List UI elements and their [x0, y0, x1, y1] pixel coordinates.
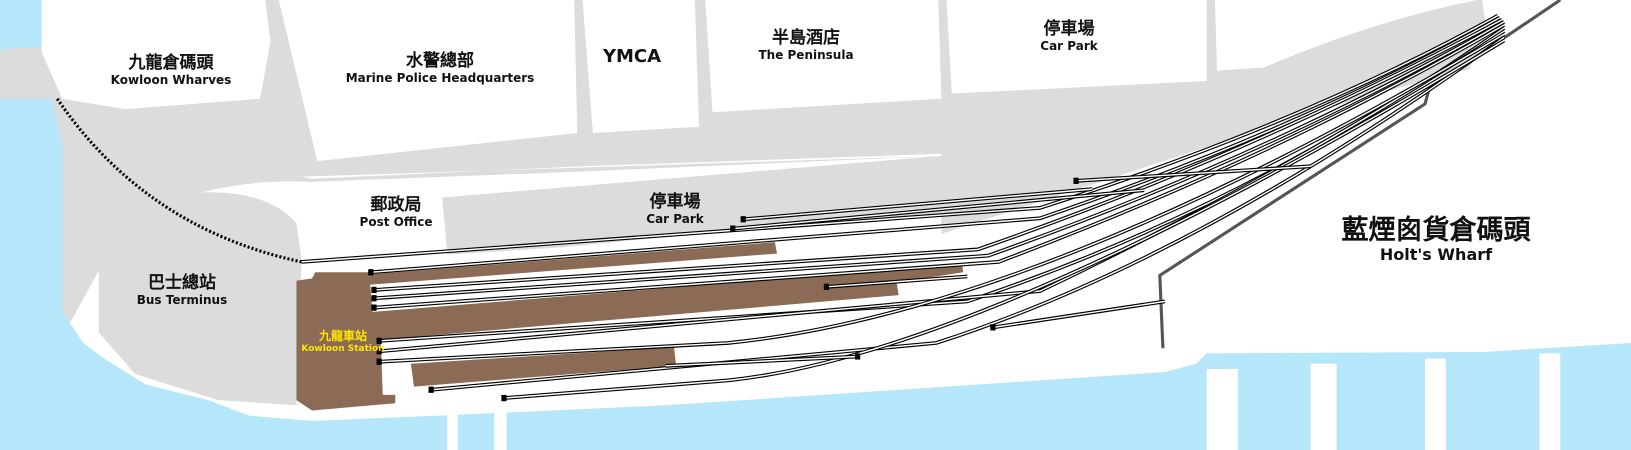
sea-left — [0, 98, 1631, 450]
buffer-stop — [730, 225, 736, 232]
label-zh: 郵政局 — [370, 195, 422, 215]
buffer-stop — [740, 216, 746, 223]
piers — [447, 353, 1561, 450]
track-center — [993, 300, 1166, 329]
label-zh: 停車場 — [649, 192, 701, 212]
buffer-stop — [376, 348, 382, 355]
block-east — [1214, 0, 1478, 71]
buffer-stop — [855, 353, 861, 360]
platform-2 — [374, 263, 964, 340]
track-center — [374, 24, 1505, 309]
block-marine-police — [278, 0, 578, 162]
block-peninsula — [705, 0, 942, 113]
label-en: Kowloon Station — [301, 343, 385, 354]
buffer-stop — [371, 295, 377, 302]
land-area — [0, 31, 1631, 450]
label-en: Marine Police Headquarters — [345, 70, 535, 85]
buffer-stop — [376, 337, 382, 344]
label-zh: 停車場 — [1043, 19, 1095, 39]
track-center — [431, 36, 1505, 391]
label-en: Bus Terminus — [136, 292, 228, 307]
label-en: Post Office — [359, 214, 433, 229]
station-building — [296, 272, 396, 411]
block-northeast — [1468, 0, 1631, 172]
track-center — [379, 33, 1505, 363]
label-en: The Peninsula — [758, 47, 854, 62]
track-center — [374, 19, 1503, 291]
label-zh: 藍煙囪貨倉碼頭 — [1341, 215, 1531, 246]
block-car-park-north — [946, 0, 1207, 94]
label-en: Car Park — [1040, 38, 1098, 53]
block-kowloon-wharves — [41, 0, 271, 110]
buffer-stop — [990, 324, 996, 331]
track-center — [374, 21, 1505, 299]
track-center — [1076, 165, 1311, 182]
tracks — [301, 13, 1506, 402]
label-zh: 水警總部 — [405, 51, 474, 71]
buffer-stop — [823, 283, 830, 290]
buffer-stop — [376, 358, 382, 365]
car-park-area — [442, 155, 942, 255]
block-ymca — [582, 0, 699, 134]
track-center — [826, 275, 968, 288]
label-ymca: YMCA — [602, 46, 662, 67]
buffer-stop — [368, 269, 374, 276]
label-en: Car Park — [646, 211, 704, 226]
sea-top-left — [0, 0, 42, 50]
buffer-stop — [1073, 177, 1079, 184]
label-zh: 九龍倉碼頭 — [128, 53, 214, 73]
post-office-area — [301, 197, 448, 260]
label-en: Kowloon Wharves — [110, 72, 232, 87]
track-center — [371, 17, 1501, 274]
bus-terminus-area — [98, 192, 302, 406]
track-center — [665, 355, 859, 367]
label-zh: 巴士總站 — [147, 273, 216, 293]
road-gap — [301, 153, 942, 179]
buffer-stop — [428, 386, 434, 393]
label-zh: 九龍車站 — [318, 329, 368, 343]
buffer-stop — [371, 286, 377, 294]
track-center — [743, 188, 1093, 221]
dotted-spur-track — [55, 97, 302, 264]
track-center — [733, 189, 1145, 230]
label-zh: 半島酒店 — [771, 28, 840, 48]
track-center — [504, 39, 1505, 399]
platform-3 — [410, 347, 677, 387]
platform-1 — [369, 242, 778, 285]
label-en: Holt's Wharf — [1379, 245, 1493, 265]
buffer-stop — [501, 394, 507, 402]
buffer-stop — [371, 304, 377, 311]
